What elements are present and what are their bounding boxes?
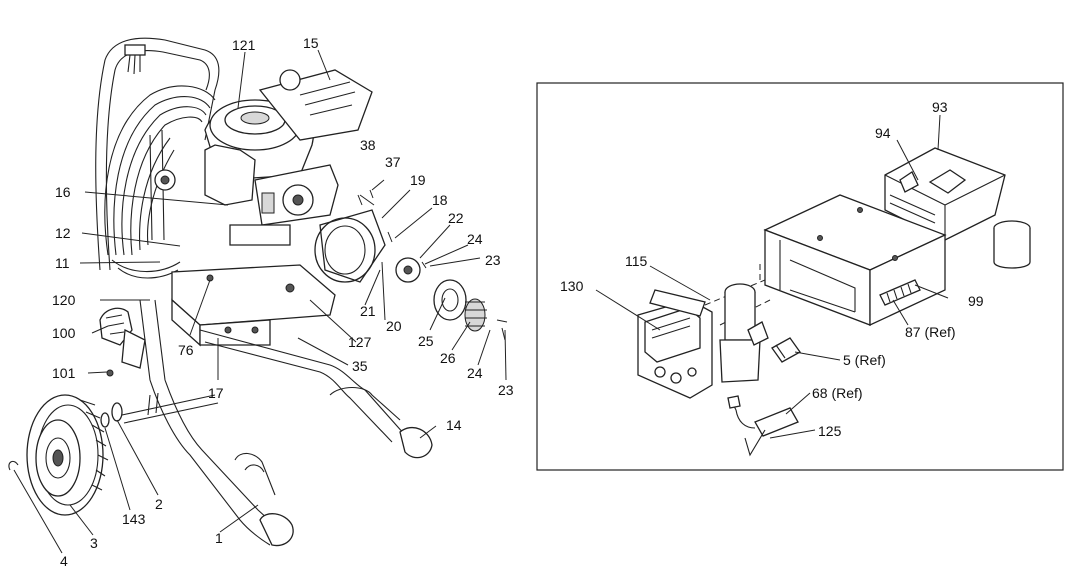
callout-93: 93 [932, 99, 948, 115]
callout-68-ref: 68 (Ref) [812, 385, 863, 401]
callout-2: 2 [155, 496, 163, 512]
callout-127: 127 [348, 334, 372, 350]
callout-24-upper: 24 [467, 231, 483, 247]
callout-17: 17 [208, 385, 224, 401]
callout-87-ref: 87 (Ref) [905, 324, 956, 340]
callout-121: 121 [232, 37, 256, 53]
callout-labels: 121 15 38 37 19 18 22 24 23 16 12 11 120… [52, 35, 984, 569]
leader-lines-left [13, 49, 507, 554]
callout-24-lower: 24 [467, 365, 483, 381]
callout-15: 15 [303, 35, 319, 51]
callout-26: 26 [440, 350, 456, 366]
callout-35: 35 [352, 358, 368, 374]
callout-99: 99 [968, 293, 984, 309]
callout-19: 19 [410, 172, 426, 188]
callout-23-upper: 23 [485, 252, 501, 268]
callout-23-lower: 23 [498, 382, 514, 398]
callout-115: 115 [625, 253, 648, 269]
callout-100: 100 [52, 325, 76, 341]
callout-4: 4 [60, 553, 68, 569]
callout-38: 38 [360, 137, 376, 153]
callout-101: 101 [52, 365, 76, 381]
callout-1: 1 [215, 530, 223, 546]
callout-143: 143 [122, 511, 146, 527]
callout-22: 22 [448, 210, 464, 226]
callout-37: 37 [385, 154, 401, 170]
callout-14: 14 [446, 417, 462, 433]
callout-5-ref: 5 (Ref) [843, 352, 886, 368]
pressure-control-inset [536, 82, 1064, 471]
callout-21: 21 [360, 303, 376, 319]
callout-12: 12 [55, 225, 71, 241]
callout-120: 120 [52, 292, 76, 308]
leader-lines-right [595, 114, 949, 439]
callout-11: 11 [55, 255, 70, 271]
callout-76: 76 [178, 342, 194, 358]
sprayer-assembly [8, 37, 508, 547]
callout-18: 18 [432, 192, 448, 208]
callout-3: 3 [90, 535, 98, 551]
callout-20: 20 [386, 318, 402, 334]
callout-94: 94 [875, 125, 891, 141]
callout-25: 25 [418, 333, 434, 349]
callout-16: 16 [55, 184, 71, 200]
callout-125: 125 [818, 423, 842, 439]
callout-130: 130 [560, 278, 584, 294]
